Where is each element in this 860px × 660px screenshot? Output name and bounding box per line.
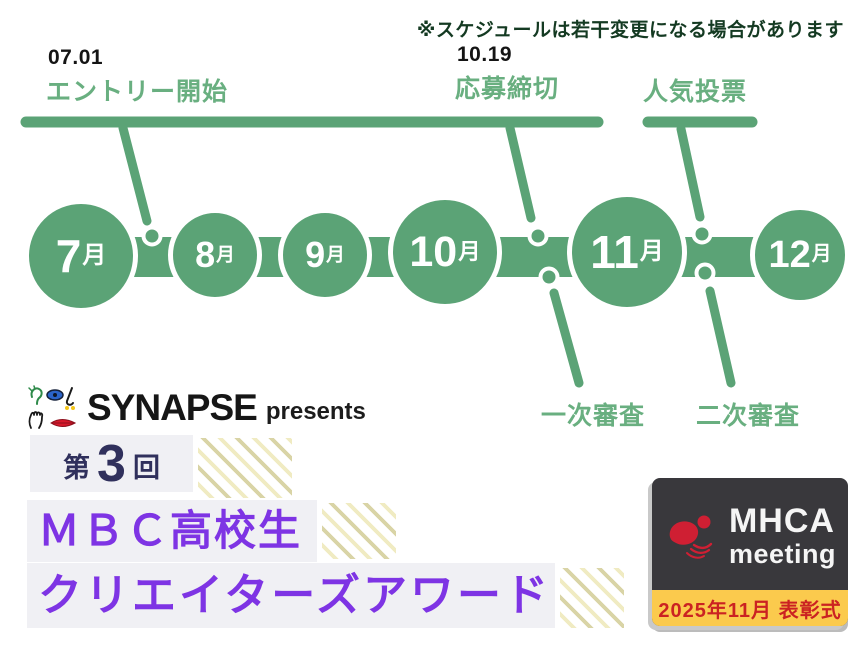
five-senses-icon — [28, 385, 77, 429]
eye-pupil-icon — [53, 393, 57, 397]
mhca-logo-line — [689, 547, 711, 554]
month-suffix: 月 — [82, 242, 107, 270]
edition-suffix: 回 — [132, 453, 160, 483]
first-review-leader-line — [549, 288, 584, 388]
mhca-meeting-badge: MHCA meeting 2025年11月 表彰式 — [652, 478, 848, 626]
first-review-marker-dot — [538, 266, 560, 288]
presents-text: presents — [265, 398, 366, 425]
entry-leader-line — [118, 123, 152, 226]
ear-icon — [30, 387, 43, 405]
mhca-logo-line — [685, 552, 705, 559]
entry-start-label: エントリー開始 — [46, 78, 229, 106]
award-title-line2: クリエイターズアワード — [27, 563, 555, 628]
second-review-label: 二次審査 — [696, 402, 801, 430]
mhca-logo-blob — [669, 521, 699, 545]
month-number: 9 — [305, 234, 326, 275]
entry-start-date: 07.01 — [48, 46, 104, 69]
vote-marker-dot — [691, 223, 713, 245]
month-number: 7 — [55, 230, 82, 282]
mhca-org-name: MHCA — [728, 502, 835, 540]
month-suffix: 月 — [458, 238, 481, 264]
second-review-leader-line — [705, 286, 736, 388]
hand-icon — [28, 411, 44, 429]
mhca-sub-name: meeting — [728, 539, 837, 569]
month-number: 12 — [768, 234, 811, 276]
nose-icon — [65, 387, 74, 406]
edition-prefix: 第 — [63, 453, 91, 483]
schedule-disclaimer: ※スケジュールは若干変更になる場合があります — [416, 20, 844, 41]
nose-drop-icon — [65, 406, 69, 410]
deadline-leader-line — [505, 123, 536, 223]
second-review-marker-dot — [694, 262, 716, 284]
mhca-date-strip: 2025年11月 表彰式 — [652, 590, 848, 626]
mhca-logo-icon — [669, 515, 713, 559]
vote-leader-line — [676, 124, 705, 222]
presenter-logo-row: SYNAPSE presents — [25, 383, 366, 431]
mhca-text-block: MHCA meeting — [729, 504, 836, 568]
mhca-logo-dot — [697, 515, 711, 529]
edition-badge: 第 3 回 — [30, 435, 193, 492]
stripe-decoration — [198, 438, 292, 498]
month-number: 11 — [590, 226, 639, 278]
nose-drop-icon — [71, 406, 75, 410]
month-suffix: 月 — [811, 243, 832, 266]
award-title-line1: ＭＢＣ高校生 — [27, 500, 317, 562]
month-suffix: 月 — [326, 243, 345, 265]
mhca-badge-top: MHCA meeting — [652, 478, 848, 590]
deadline-label: 応募締切 — [455, 75, 560, 103]
first-review-label: 一次審査 — [541, 402, 646, 430]
month-suffix: 月 — [216, 243, 235, 265]
edition-number: 3 — [97, 434, 126, 493]
popularity-vote-label: 人気投票 — [643, 78, 748, 106]
ear-sparkle-icon — [28, 385, 36, 392]
deadline-marker-dot — [527, 225, 549, 247]
stripe-decoration — [560, 568, 624, 628]
mhca-logo-line — [692, 542, 713, 550]
deadline-date: 10.19 — [457, 43, 513, 66]
mhca-ceremony-date: 2025年11月 表彰式 — [658, 599, 842, 622]
presenter-name: SYNAPSE — [87, 386, 258, 428]
month-number: 8 — [195, 234, 216, 275]
month-suffix: 月 — [639, 238, 664, 266]
month-number: 10 — [409, 227, 458, 276]
stripe-decoration — [322, 503, 396, 559]
entry-marker-dot — [141, 225, 163, 247]
